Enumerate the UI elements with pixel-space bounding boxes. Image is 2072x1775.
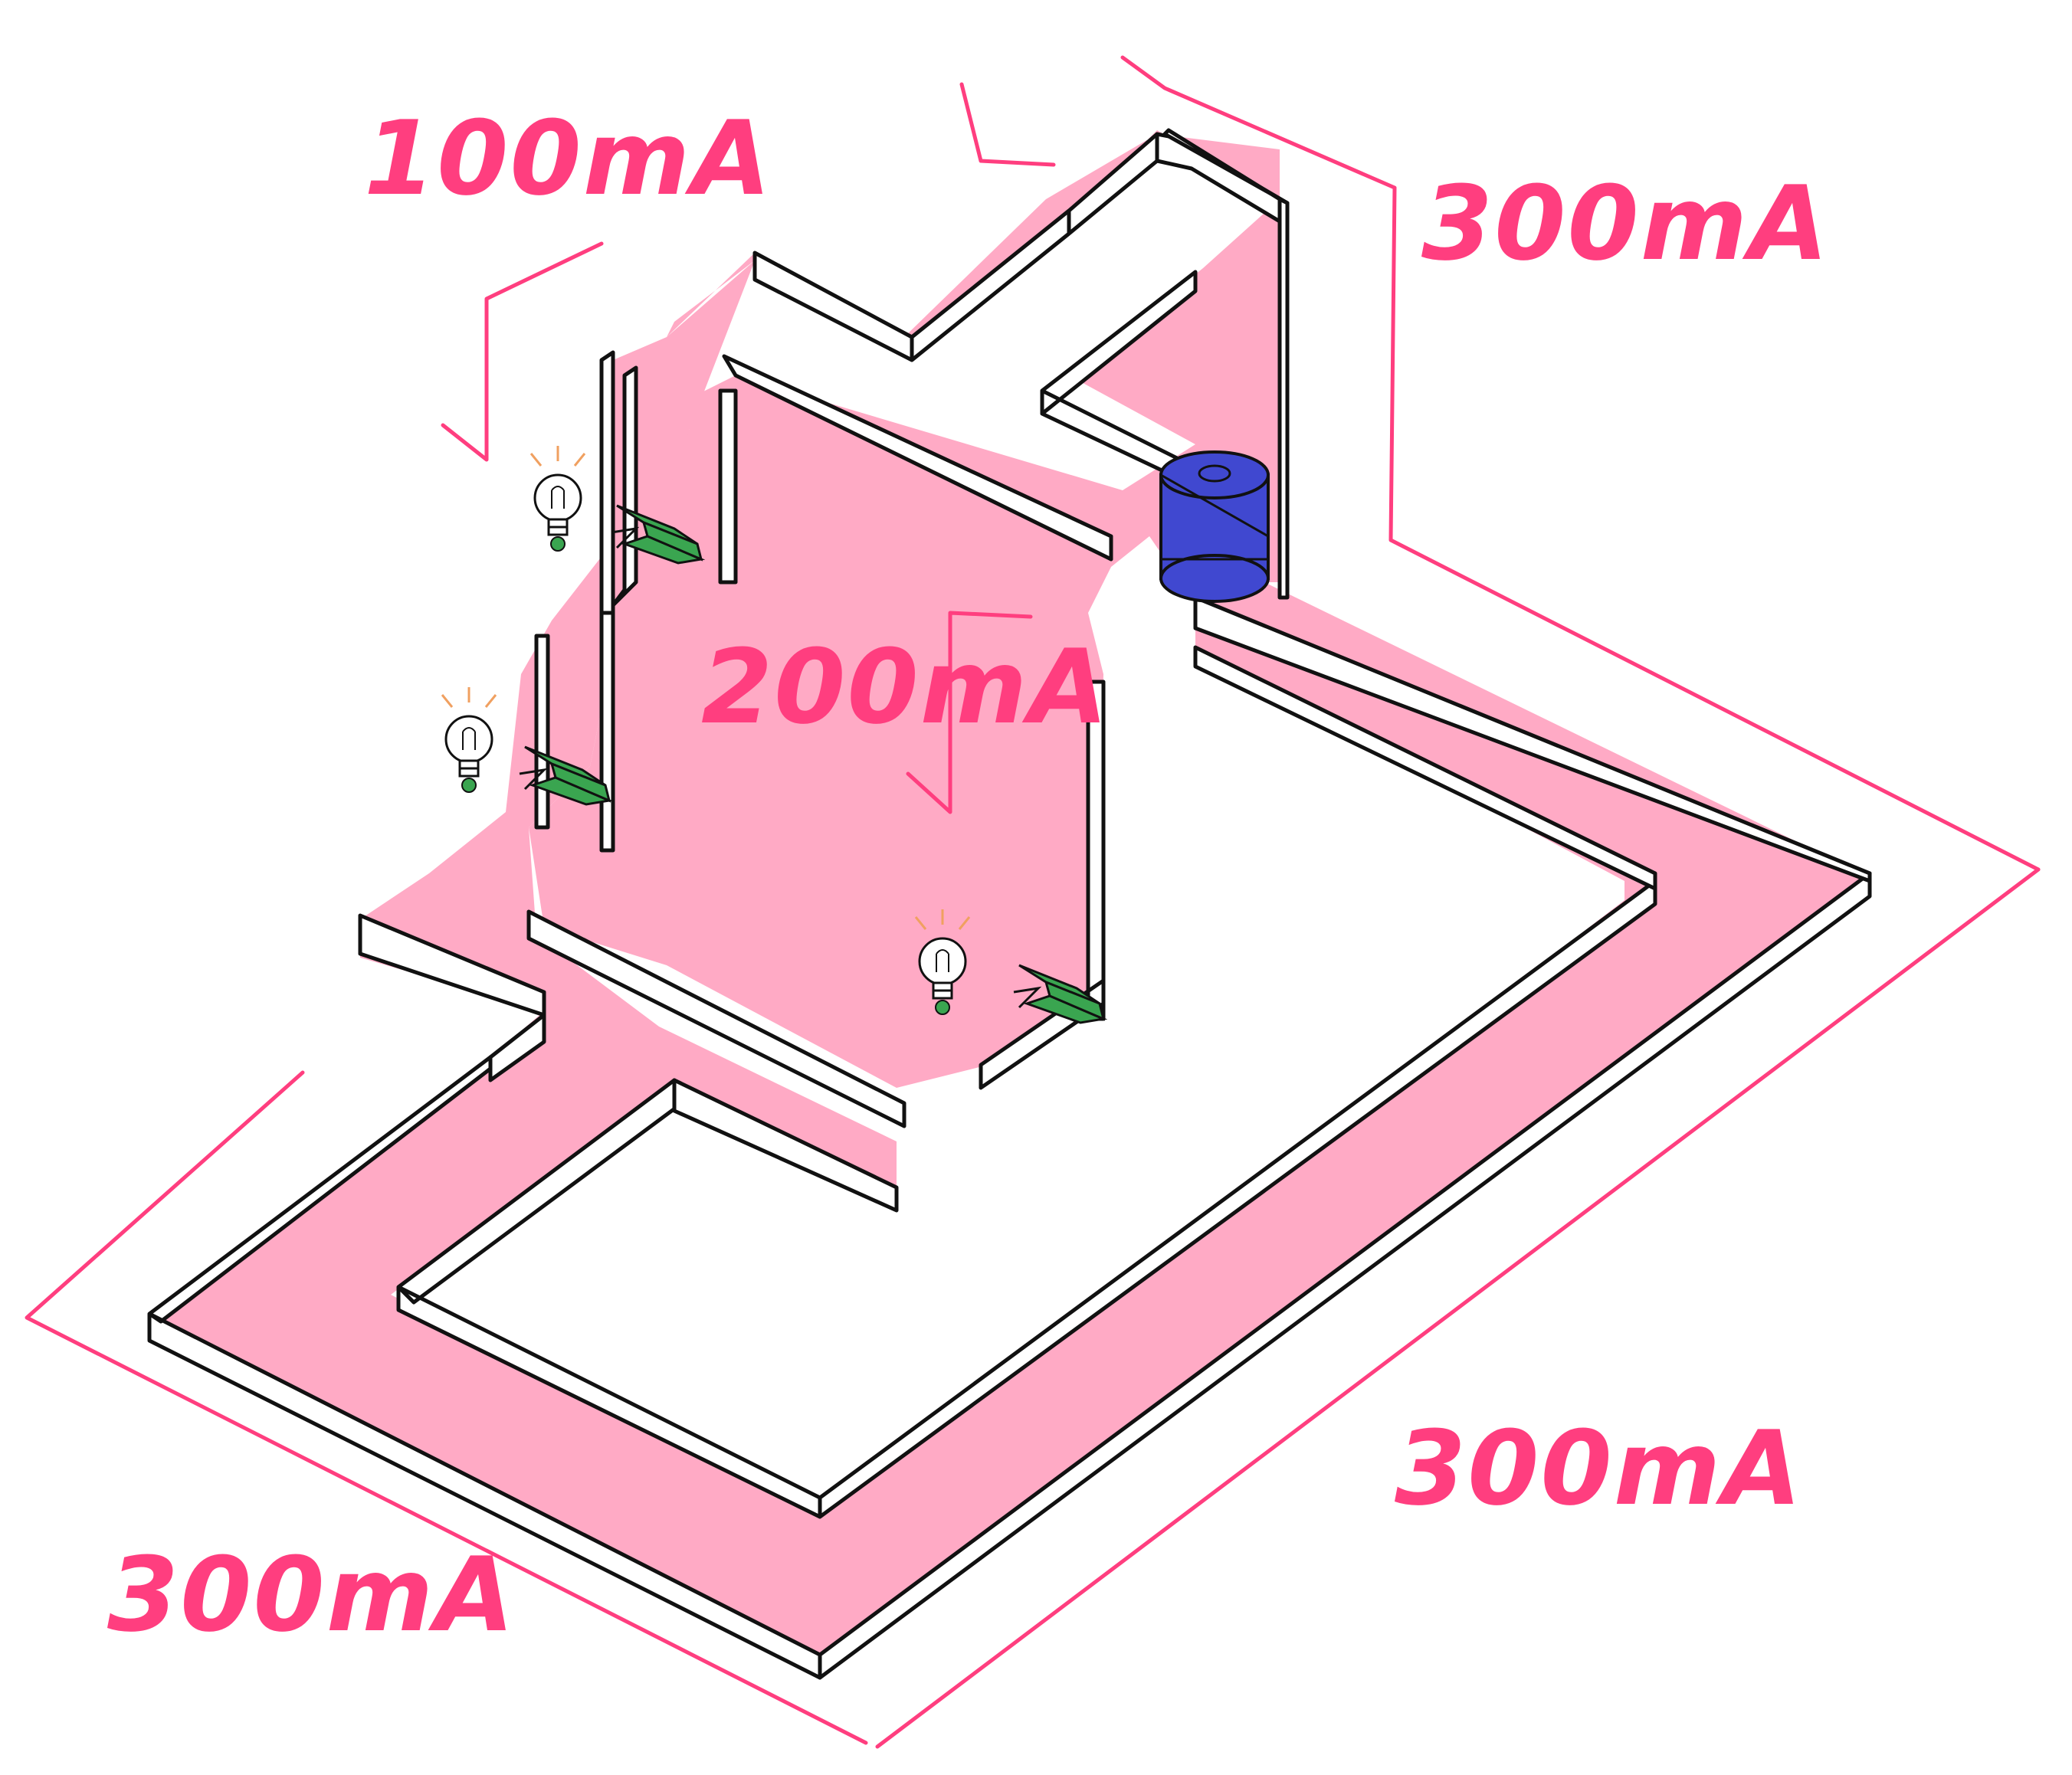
arrow-top-return (959, 55, 2041, 872)
track-upper-left (529, 130, 1280, 1088)
walls (147, 128, 1872, 1680)
current-label-bottom: 300mA (107, 1535, 516, 1655)
wall-inner-box (718, 354, 1113, 585)
current-label-200: 200mA (701, 627, 1110, 747)
track-left-branch (360, 260, 897, 1187)
track-bottom-loop (149, 582, 1870, 1678)
current-label-right: 300mA (1395, 1409, 1804, 1528)
dim-bottom-side (25, 1070, 868, 1745)
wall-bottom-right (818, 871, 1872, 1680)
wall-top-right (1162, 128, 1290, 600)
current-label-return: 300mA (1421, 164, 1831, 283)
wall-outer-upper (752, 132, 1159, 362)
wall-right-inner (1193, 595, 1872, 891)
arrow-100ma (441, 241, 604, 462)
bulb-icon-1 (529, 444, 586, 552)
wall-bottom-inner-rect (672, 1078, 899, 1213)
wall-left-outer (534, 350, 615, 830)
wall-mid-step (526, 909, 906, 1128)
wall-outer-left (358, 913, 546, 1082)
annotations (25, 55, 2041, 1749)
current-label-100: 100mA (364, 99, 773, 218)
battery-icon (1159, 450, 1270, 603)
arrow-200ma (906, 611, 1033, 814)
dim-right-side (875, 867, 2041, 1749)
bulb-icon-2 (441, 686, 497, 794)
